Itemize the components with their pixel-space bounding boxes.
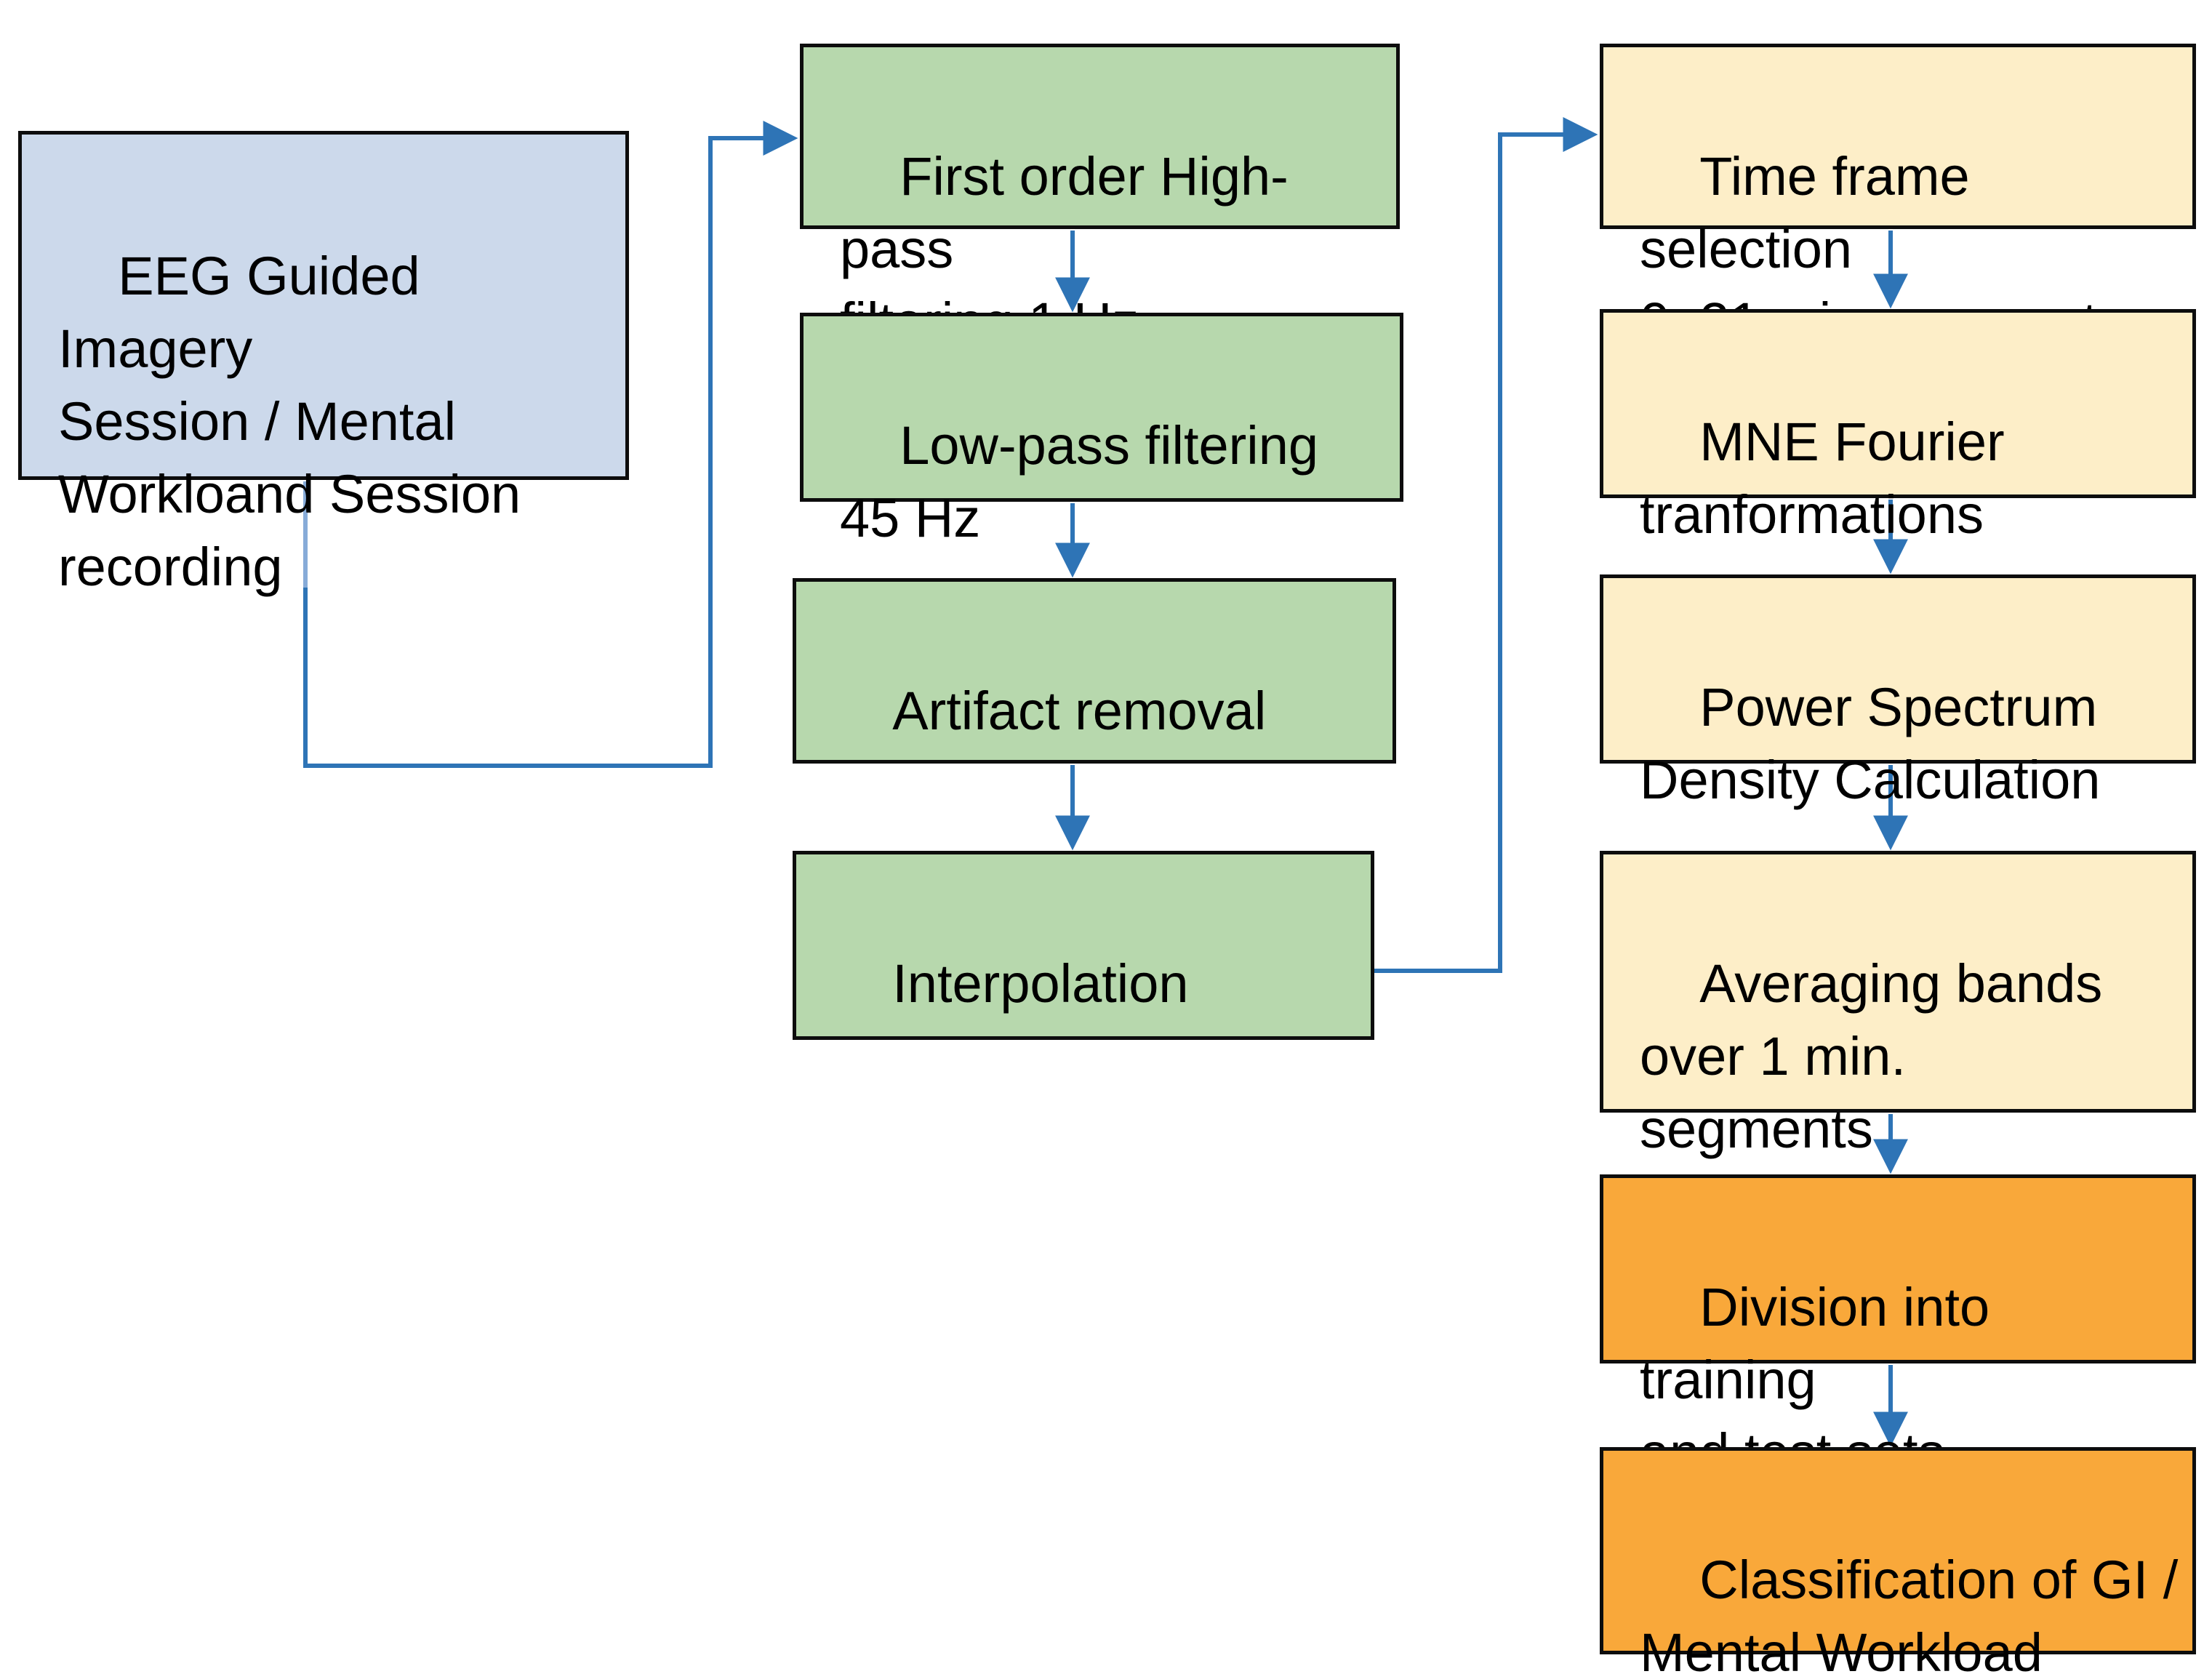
flow-node-timeframe: Time frame selection 0. 21 min segments	[1600, 44, 2196, 352]
flow-node-lowpass: Low-pass filtering 45 Hz	[800, 313, 1403, 548]
flow-node-artifact-removal: Artifact removal	[793, 578, 1396, 764]
flow-node-recording: EEG Guided Imagery Session / Mental Work…	[18, 131, 629, 597]
flow-node-lowpass-label: Low-pass filtering 45 Hz	[840, 415, 1319, 548]
flow-node-fourier-label: MNE Fourier tranformations	[1640, 412, 2005, 545]
flow-node-interpolation-label: Interpolation	[892, 953, 1189, 1014]
flow-node-classification-label: Classification of GI / Mental Workload	[1640, 1550, 2179, 1674]
edge-recording-highpass	[303, 121, 798, 768]
flow-node-interpolation: Interpolation	[793, 851, 1374, 1040]
flow-node-division: Division into training and test sets	[1600, 1174, 2196, 1483]
flow-node-averaging-label: Averaging bands over 1 min. segments	[1640, 953, 2103, 1159]
edge-interpolation-timeframe	[1374, 117, 1598, 973]
flow-node-highpass: First order High-pass filtering 1 Hz	[800, 44, 1400, 352]
flow-node-psd-label: Power Spectrum Density Calculation	[1640, 677, 2101, 810]
flow-node-recording-label: EEG Guided Imagery Session / Mental Work…	[58, 246, 521, 597]
flow-node-psd: Power Spectrum Density Calculation	[1600, 574, 2196, 810]
flow-node-artifact-removal-label: Artifact removal	[892, 681, 1267, 741]
flow-node-fourier: MNE Fourier tranformations	[1600, 309, 2196, 545]
flow-node-averaging: Averaging bands over 1 min. segments	[1600, 851, 2196, 1159]
flow-node-classification: Classification of GI / Mental Workload	[1600, 1447, 2196, 1674]
